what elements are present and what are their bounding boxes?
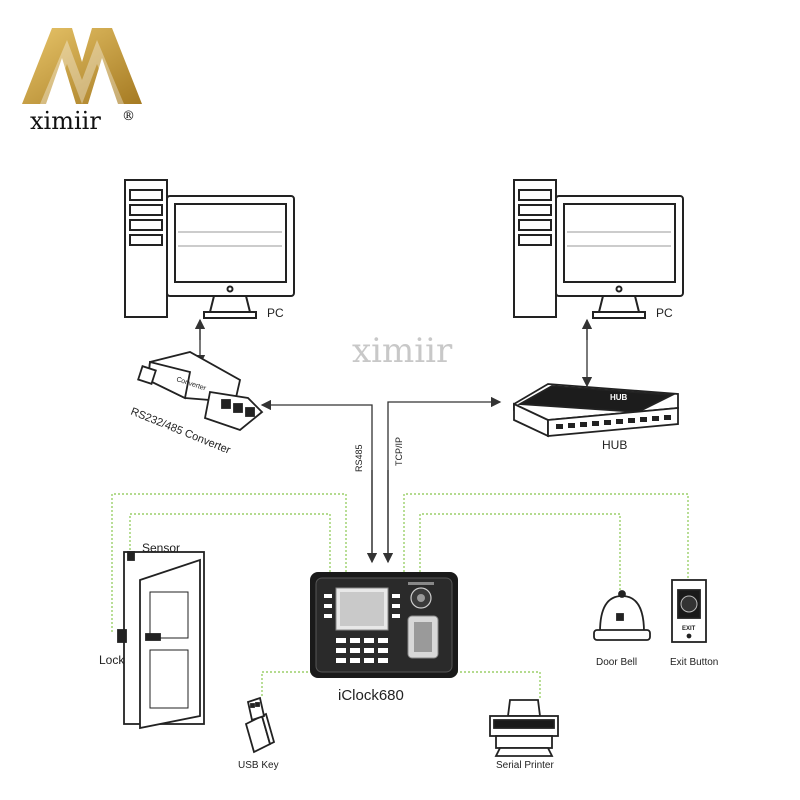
door-bell-label: Door Bell	[596, 657, 637, 668]
rs232-485-converter: Converter	[137, 351, 264, 432]
sensor-icon	[127, 551, 135, 561]
pc-left-label: PC	[267, 306, 284, 320]
brand-name: ximiir	[30, 107, 101, 135]
serial-printer-label: Serial Printer	[496, 760, 554, 771]
brand-logo: ximiir ®	[22, 28, 142, 135]
pc-right-label: PC	[656, 306, 673, 320]
dotted-wiring	[111, 493, 689, 698]
registered-mark: ®	[122, 109, 135, 124]
serial-printer	[489, 699, 559, 757]
pc-right	[513, 179, 684, 319]
hub: HUB	[513, 383, 679, 438]
tcpip-link	[387, 396, 502, 557]
iclock680-device	[310, 572, 458, 678]
hub-label: HUB	[602, 438, 627, 452]
tcpip-label: TCP/IP	[394, 437, 404, 466]
lock-label: Lock	[99, 653, 125, 667]
exit-button-label: Exit Button	[670, 657, 718, 668]
lock-icon	[117, 629, 127, 643]
door-bell	[593, 590, 651, 641]
rs485-label: RS485	[354, 444, 364, 472]
door	[117, 551, 205, 730]
rs485-link	[260, 399, 373, 557]
usb-key-label: USB Key	[238, 760, 279, 771]
exit-button: EXIT	[671, 579, 707, 643]
hub-body-text: HUB	[610, 393, 628, 402]
sensor-label: Sensor	[142, 541, 180, 555]
pc-left	[124, 179, 295, 319]
watermark: ximiir	[352, 331, 453, 371]
usb-key	[244, 696, 276, 754]
device-label: iClock680	[338, 687, 404, 704]
exit-button-text: EXIT	[682, 626, 696, 632]
